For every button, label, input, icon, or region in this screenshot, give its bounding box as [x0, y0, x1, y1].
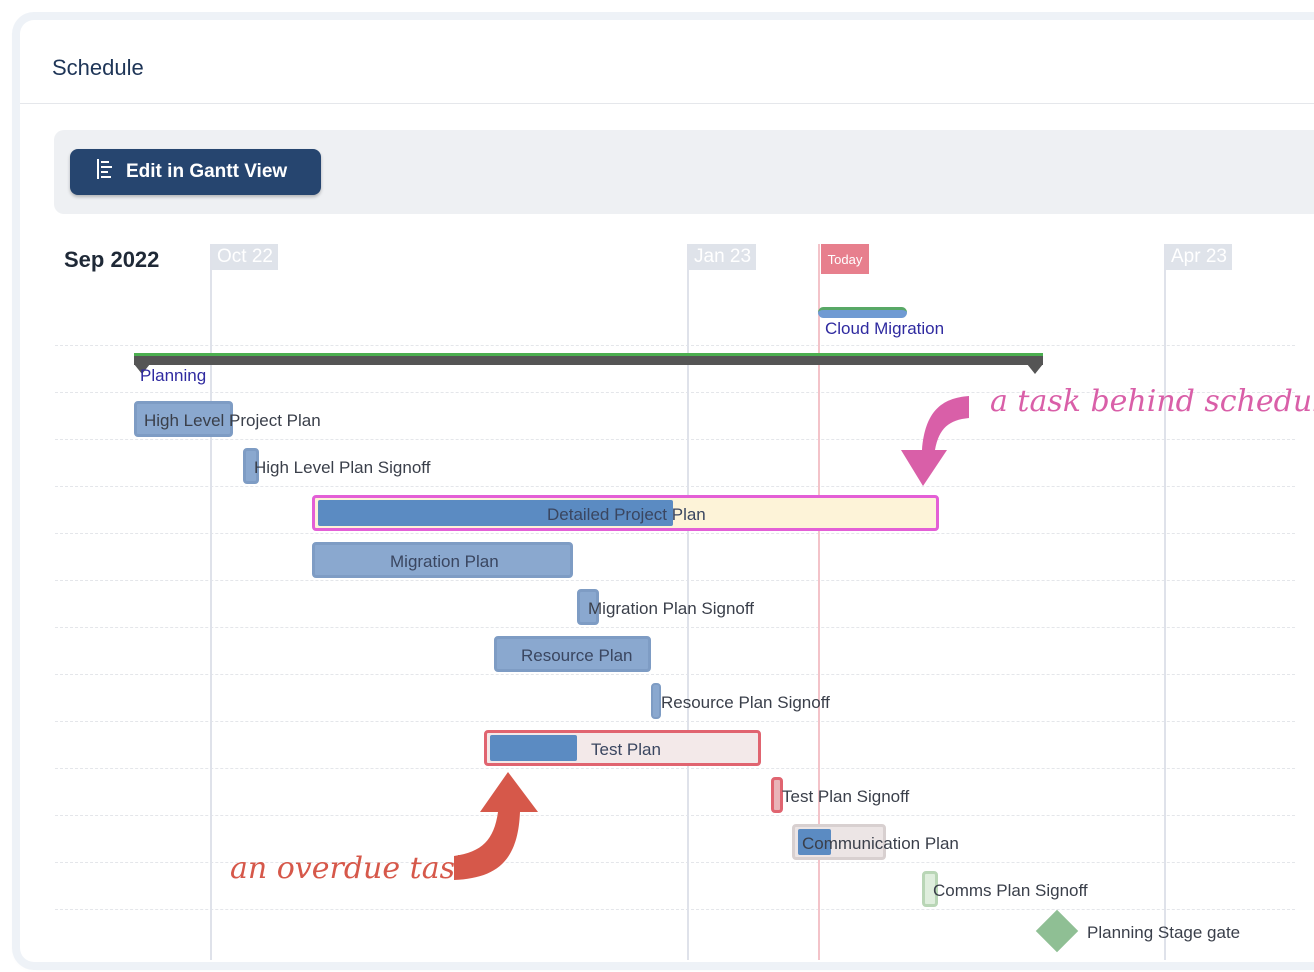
- schedule-card: Schedule Edit in Gantt View: [20, 20, 1314, 962]
- month-gridline: [687, 244, 689, 960]
- row-divider: [55, 768, 1295, 769]
- planning-label: Planning: [140, 366, 207, 385]
- migration-plan-signoff-label: Migration Plan Signoff: [588, 599, 755, 618]
- high-level-plan-signoff-label: High Level Plan Signoff: [254, 458, 431, 477]
- comms-plan-signoff-label: Comms Plan Signoff: [933, 881, 1088, 900]
- planning-end-cap-icon: [1027, 364, 1043, 374]
- month-label-jan: Jan 23: [689, 244, 757, 270]
- test-plan-progress: [490, 735, 577, 761]
- card-header: Schedule: [20, 20, 1314, 104]
- month-gridline: [210, 244, 212, 960]
- planning-summary-bar[interactable]: [134, 353, 1043, 365]
- resource-plan-signoff-bar[interactable]: [651, 683, 661, 719]
- row-divider: [55, 392, 1295, 393]
- gantt-icon: [96, 158, 114, 186]
- cloud-migration-label: Cloud Migration: [825, 319, 945, 338]
- row-divider: [55, 627, 1295, 628]
- communication-plan-progress: [798, 829, 831, 855]
- annotation-arrow-red-icon: [454, 772, 538, 880]
- migration-plan-label: Migration Plan: [390, 552, 499, 571]
- high-level-project-plan-bar[interactable]: [134, 401, 233, 437]
- month-gridline: [1164, 244, 1166, 960]
- migration-plan-bar[interactable]: [312, 542, 573, 578]
- planning-start-cap-icon: [134, 364, 150, 374]
- row-divider: [55, 486, 1295, 487]
- communication-plan-bar[interactable]: [792, 824, 886, 860]
- annotation-behind-schedule: a task behind schedule: [990, 384, 1314, 419]
- edit-in-gantt-view-label: Edit in Gantt View: [126, 161, 288, 182]
- today-badge: Today: [821, 244, 869, 274]
- resource-plan-label: Resource Plan: [521, 646, 633, 665]
- test-plan-signoff-bar[interactable]: [771, 777, 783, 813]
- month-label-apr: Apr 23: [1166, 244, 1232, 270]
- row-divider: [55, 674, 1295, 675]
- row-divider: [55, 721, 1295, 722]
- today-line: [818, 244, 820, 960]
- comms-plan-signoff-bar[interactable]: [922, 871, 938, 907]
- detailed-project-plan-bar[interactable]: [312, 495, 939, 531]
- communication-plan-label: Communication Plan: [802, 834, 959, 853]
- high-level-project-plan-label: High Level Project Plan: [144, 411, 321, 430]
- row-divider: [55, 533, 1295, 534]
- test-plan-bar[interactable]: [484, 730, 761, 766]
- migration-plan-signoff-bar[interactable]: [577, 589, 599, 625]
- row-divider: [55, 909, 1295, 910]
- timeline-start-label: Sep 2022: [64, 247, 160, 272]
- detailed-project-plan-progress: [318, 500, 673, 526]
- test-plan-label: Test Plan: [591, 740, 661, 759]
- annotation-overdue: an overdue task: [230, 851, 474, 886]
- row-divider: [55, 862, 1295, 863]
- cloud-migration-bar[interactable]: [818, 307, 907, 318]
- row-divider: [55, 580, 1295, 581]
- edit-in-gantt-view-button[interactable]: Edit in Gantt View: [70, 149, 321, 195]
- row-divider: [55, 345, 1295, 346]
- high-level-plan-signoff-bar[interactable]: [243, 448, 259, 484]
- page-title: Schedule: [52, 55, 144, 80]
- toolbar: Edit in Gantt View: [54, 130, 1314, 214]
- month-label-oct: Oct 22: [212, 244, 278, 270]
- row-divider: [55, 815, 1295, 816]
- row-divider: [55, 439, 1295, 440]
- resource-plan-bar[interactable]: [494, 636, 651, 672]
- resource-plan-signoff-label: Resource Plan Signoff: [661, 693, 830, 712]
- test-plan-signoff-label: Test Plan Signoff: [782, 787, 910, 806]
- detailed-project-plan-label: Detailed Project Plan: [547, 505, 706, 524]
- planning-stage-gate-label: Planning Stage gate: [1087, 923, 1241, 942]
- annotation-arrow-pink-icon: [901, 396, 969, 486]
